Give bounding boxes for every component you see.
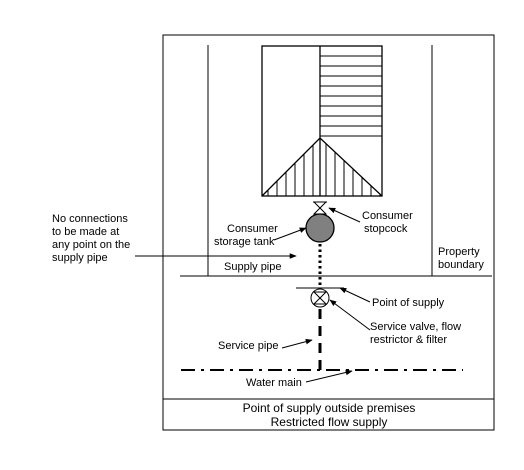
storage-tank-symbol — [305, 213, 335, 243]
diagram-frame — [162, 34, 495, 431]
building-hatching — [320, 55, 382, 137]
property-boundary-label: Property boundary — [438, 246, 484, 271]
water-main-arrow — [305, 369, 353, 383]
point-of-supply-label: Point of supply — [372, 297, 445, 309]
stopcock-label: Consumer stopcock — [362, 210, 416, 235]
point-of-supply-arrow — [339, 287, 371, 303]
service-valve-label: Service valve, flow restrictor & filter — [370, 321, 464, 346]
service-valve-arrow — [329, 299, 371, 331]
storage-tank-arrow — [273, 227, 307, 241]
no-connections-label: No connections to be made at any point o… — [52, 213, 133, 264]
service-pipe-arrow — [281, 338, 313, 349]
supply-pipe-label: Supply pipe — [224, 261, 282, 273]
caption-line-1: Point of supply outside premises — [243, 401, 416, 415]
water-main-label: Water main — [246, 377, 302, 389]
service-valve-symbol — [310, 288, 330, 308]
consumer-stopcock-symbol — [312, 201, 328, 215]
caption-line-2: Restricted flow supply — [271, 415, 388, 429]
stopcock-arrow — [328, 207, 361, 223]
building — [261, 45, 383, 197]
storage-tank-label: Consumer storage tank — [214, 223, 281, 248]
service-pipe-label: Service pipe — [218, 340, 279, 352]
